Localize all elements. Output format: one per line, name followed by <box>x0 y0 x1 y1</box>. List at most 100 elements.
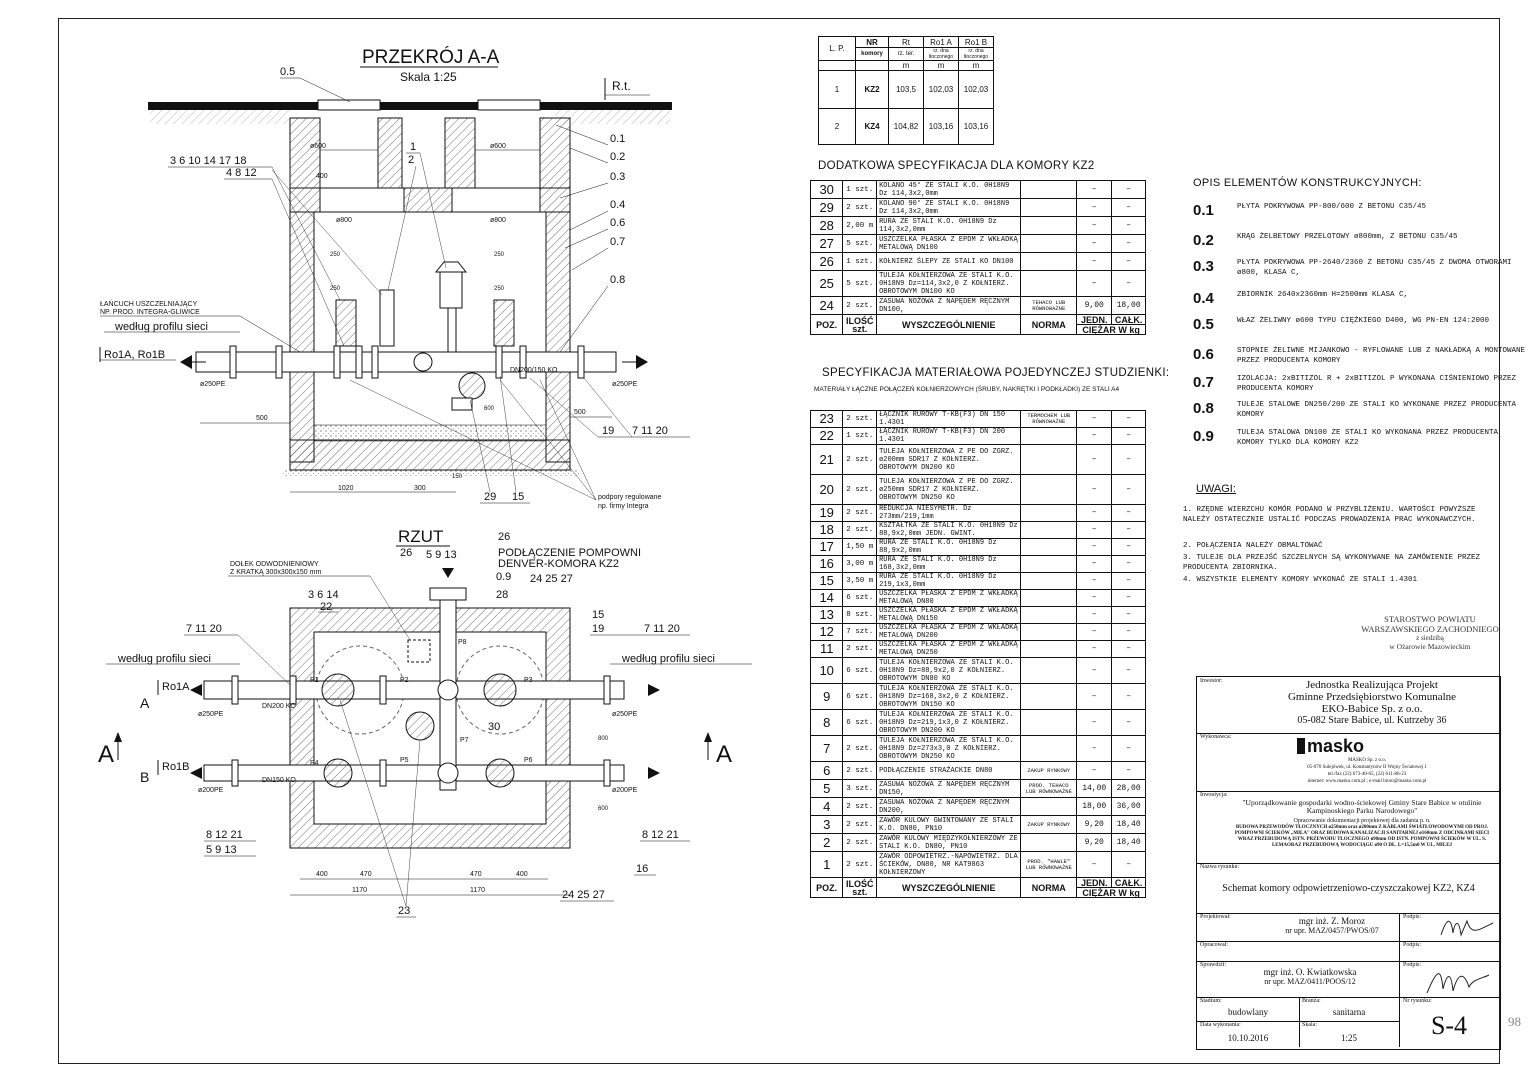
label-p2: P2 <box>400 677 409 684</box>
dim-d400b: 400 <box>316 871 328 878</box>
label-pe200: ø200PE <box>198 787 224 794</box>
label-dn200150: DN200/150 KO <box>510 367 558 374</box>
col-rt: Rt <box>888 36 924 48</box>
dim-d400: 400 <box>316 173 328 180</box>
dim-d400c: 400 <box>516 871 528 878</box>
uwagi-item-3: 3. TULEJE DLA PRZEJŚĆ SZCZELNYCH SĄ WYKO… <box>1183 554 1481 572</box>
label-n8-12-21a: 8 12 21 <box>206 829 243 841</box>
label-03: 0.3 <box>610 171 625 183</box>
dim-d1170a: 1170 <box>352 887 367 894</box>
dim-d250b: 250 <box>330 286 341 292</box>
dim-d1170b: 1170 <box>470 887 485 894</box>
drawn-row: Opracował: Podpis: <box>1197 941 1500 962</box>
dim-d470a: 470 <box>360 871 372 878</box>
label-pe200b: ø200PE <box>612 787 638 794</box>
label-08: 0.8 <box>610 274 625 286</box>
label-p1: P1 <box>310 677 319 684</box>
label-n1: 1 <box>410 141 416 153</box>
label-n15: 15 <box>512 491 524 503</box>
spec-main-title: SPECYFIKACJA MATERIAŁOWA POJEDYNCZEJ STU… <box>822 367 1170 379</box>
chain-note: ŁAŃCUCH USZCZELNIAJĄCY <box>100 299 198 308</box>
label-n7-11-20b: 7 11 20 <box>186 623 222 635</box>
label-n19: 19 <box>602 425 614 437</box>
dim-d470b: 470 <box>470 871 482 878</box>
label-n26b: 26 <box>498 531 510 543</box>
contractor-row: Wykonawca: masko MASKO Sp. z o.o. 05-070… <box>1197 733 1500 792</box>
technical-drawing: PRZEKRÓJ A-A Skala 1:25 0.5 R. <box>98 46 752 918</box>
drawing-number: S-4 <box>1430 1011 1468 1040</box>
supports-note2: np. firmy Integra <box>598 503 649 510</box>
dim-d250d: 250 <box>494 286 505 292</box>
label-n3-6-14: 3 6 14 <box>308 589 339 601</box>
label-p3: P3 <box>524 677 533 684</box>
masko-logo: masko <box>1297 736 1364 757</box>
pump-connection-note2: DENVER-KOMORA KZ2 <box>498 558 619 570</box>
label-n26: 26 <box>400 547 412 559</box>
label-p5: P5 <box>400 757 409 764</box>
col-komory: komory <box>855 47 889 61</box>
label-n5-9-13b: 5 9 13 <box>206 844 237 856</box>
label-p7: P7 <box>460 737 469 744</box>
uwagi-item-4: 4. WSZYSTKIE ELEMENTY KOMORY WYKONAĆ ZE … <box>1183 576 1418 584</box>
dim-d600c: 600 <box>484 406 495 412</box>
profile-left2-label: według profilu sieci <box>117 653 211 665</box>
label-pe250b: ø250PE <box>612 381 638 388</box>
col-rz-ter: rz. ter. <box>888 47 924 61</box>
label-n22: 22 <box>320 601 332 613</box>
label-n2: 2 <box>408 154 414 166</box>
group-top-labels: 3 6 10 14 17 18 <box>170 155 246 167</box>
table-row: 2 KZ4 104,82 103,16 103,16 <box>818 108 994 145</box>
label-n16: 16 <box>636 863 648 875</box>
label-05: 0.5 <box>280 66 295 78</box>
label-n23: 23 <box>398 905 410 917</box>
label-pe250: ø250PE <box>200 381 226 388</box>
sump-note2: Z KRATKĄ 300x300x150 mm <box>230 569 321 576</box>
dim-d500a: 500 <box>256 415 268 422</box>
drawing-frame <box>58 18 1500 1064</box>
section-title: PRZEKRÓJ A-A <box>362 46 500 68</box>
profile-right-label: według profilu sieci <box>621 653 715 665</box>
label-n30: 30 <box>488 721 500 733</box>
label-rt: R.t. <box>612 79 631 93</box>
dim-d250a: 250 <box>330 252 341 258</box>
label-n5-9-13: 5 9 13 <box>426 549 457 561</box>
label-n7-11-20c: 7 11 20 <box>644 623 680 635</box>
spec-kz2-title: DODATKOWA SPECYFIKACJA DLA KOMORY KZ2 <box>818 160 1095 172</box>
dim-d800b: ø800 <box>490 217 506 224</box>
unit-m1: m <box>888 60 924 71</box>
label-ro1ab: Ro1A, Ro1B <box>104 349 165 361</box>
label-ro1b: Ro1B <box>162 761 190 773</box>
label-n24-25-27: 24 25 27 <box>530 573 573 585</box>
dim-d600b: ø600 <box>490 143 506 150</box>
supports-note: podpory regulowane <box>598 494 662 501</box>
spec-main-subtitle: MATERIAŁY ŁĄCZNE POŁĄCZEŃ KOŁNIERZOWYCH … <box>814 386 1120 393</box>
label-n28: 28 <box>496 589 508 601</box>
page-mark: 98 <box>1508 1014 1521 1029</box>
pump-connection-note: PODŁĄCZENIE POMPOWNI <box>498 547 641 559</box>
dim-d150: 150 <box>452 474 463 480</box>
section-mark-a-right: A <box>716 741 732 768</box>
dim-d800a: ø800 <box>336 217 352 224</box>
uwagi-title: UWAGI: <box>1196 483 1236 495</box>
unit-m3: m <box>958 60 994 71</box>
